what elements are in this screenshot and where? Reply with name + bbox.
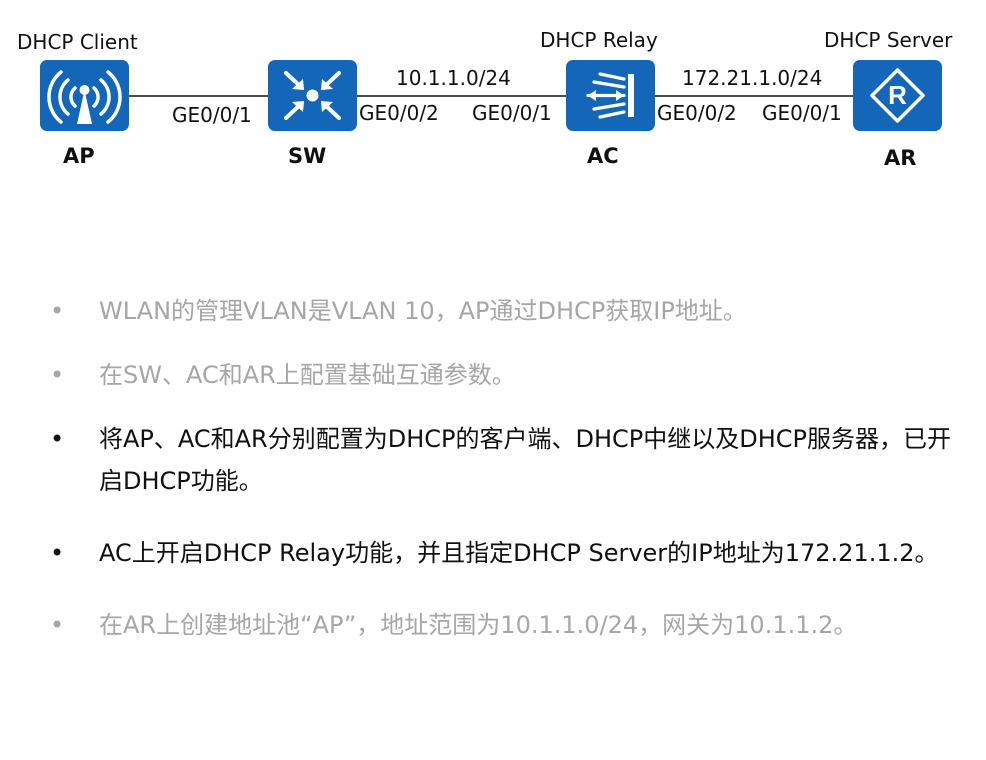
port-label-sw-to-ap: GE0/0/1 <box>172 103 252 127</box>
requirement-text: 在SW、AC和AR上配置基础互通参数。 <box>99 361 516 389</box>
requirement-text: WLAN的管理VLAN是VLAN 10，AP通过DHCP获取IP地址。 <box>99 297 747 325</box>
requirement-item: • 在AR上创建地址池“AP”，地址范围为10.1.1.0/24，网关为10.1… <box>0 604 986 646</box>
svg-text:R: R <box>888 80 907 110</box>
subnet-label-ac-ar: 172.21.1.0/24 <box>682 66 823 90</box>
bullet-dot: • <box>50 361 65 389</box>
port-label-sw-to-ac: GE0/0/2 <box>359 101 439 125</box>
port-label-ac-to-ar: GE0/0/2 <box>657 101 737 125</box>
access-controller-icon <box>566 60 655 131</box>
device-label-ar: AR <box>884 146 917 170</box>
wireless-ap-icon <box>40 60 129 131</box>
role-label-client: DHCP Client <box>17 30 138 54</box>
role-label-relay: DHCP Relay <box>540 28 658 52</box>
device-label-ac: AC <box>587 144 619 168</box>
requirement-text: 将AP、AC和AR分别配置为DHCP的客户端、DHCP中继以及DHCP服务器，已… <box>99 425 952 495</box>
requirement-item: • WLAN的管理VLAN是VLAN 10，AP通过DHCP获取IP地址。 <box>0 290 986 332</box>
requirement-text: 在AR上创建地址池“AP”，地址范围为10.1.1.0/24，网关为10.1.1… <box>99 611 858 639</box>
requirement-item: • AC上开启DHCP Relay功能，并且指定DHCP Server的IP地址… <box>0 532 986 574</box>
network-topology-diagram: DHCP Client DHCP Relay DHCP Server <box>0 0 986 200</box>
role-label-server: DHCP Server <box>824 28 953 52</box>
device-label-ap: AP <box>63 144 95 168</box>
subnet-label-sw-ac: 10.1.1.0/24 <box>396 66 511 90</box>
bullet-dot: • <box>50 297 65 325</box>
port-label-ac-to-sw: GE0/0/1 <box>472 101 552 125</box>
requirements-list: • WLAN的管理VLAN是VLAN 10，AP通过DHCP获取IP地址。 • … <box>0 290 986 646</box>
bullet-dot: • <box>50 425 65 453</box>
bullet-dot: • <box>50 611 65 639</box>
bullet-dot: • <box>50 539 65 567</box>
device-label-sw: SW <box>288 144 327 168</box>
requirement-item: • 在SW、AC和AR上配置基础互通参数。 <box>0 354 986 396</box>
requirement-text: AC上开启DHCP Relay功能，并且指定DHCP Server的IP地址为1… <box>99 539 939 567</box>
topology-links <box>129 95 853 97</box>
router-icon: R <box>853 60 942 131</box>
switch-icon <box>268 60 357 131</box>
requirement-item: • 将AP、AC和AR分别配置为DHCP的客户端、DHCP中继以及DHCP服务器… <box>0 418 986 502</box>
port-label-ar-to-ac: GE0/0/1 <box>762 101 842 125</box>
